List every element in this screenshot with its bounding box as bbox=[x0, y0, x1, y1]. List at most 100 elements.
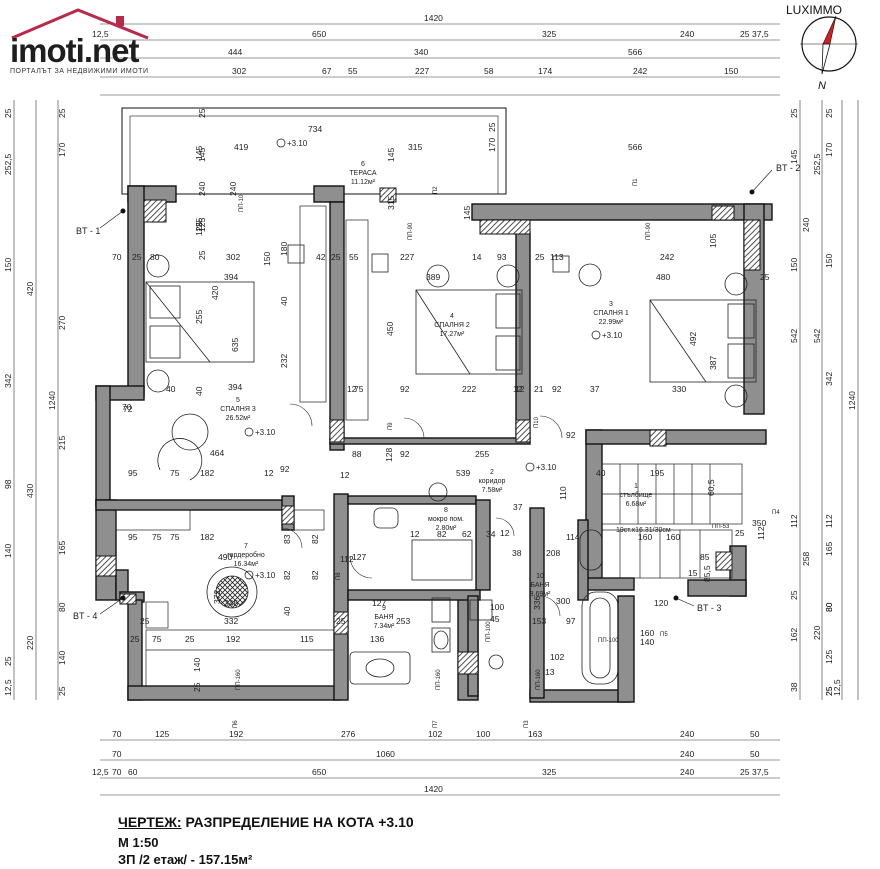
room-10-num: 10 bbox=[536, 573, 544, 580]
door-swings bbox=[281, 403, 563, 617]
svg-text:208: 208 bbox=[546, 548, 560, 558]
svg-text:П2: П2 bbox=[433, 186, 439, 194]
dim-left-overall: 1240 bbox=[47, 391, 57, 410]
svg-text:163: 163 bbox=[528, 729, 542, 739]
svg-text:80: 80 bbox=[824, 602, 834, 612]
svg-text:215: 215 bbox=[57, 436, 67, 450]
svg-text:40: 40 bbox=[279, 296, 289, 306]
axis-bt4: BT - 4 bbox=[73, 611, 97, 621]
svg-text:542: 542 bbox=[789, 329, 799, 343]
svg-text:252,5: 252,5 bbox=[3, 153, 13, 175]
dim-right-overall: 1240 bbox=[847, 391, 857, 410]
svg-text:85,5: 85,5 bbox=[702, 565, 712, 582]
room-3-area: 22.99м² bbox=[599, 319, 624, 326]
svg-text:270: 270 bbox=[57, 316, 67, 330]
svg-text:25: 25 bbox=[3, 656, 13, 666]
svg-text:П3: П3 bbox=[524, 720, 530, 728]
bottom-dimension-texts: 70 125 192 276 102 100 163 240 50 70 106… bbox=[92, 729, 769, 794]
svg-text:350: 350 bbox=[752, 518, 766, 528]
svg-text:227: 227 bbox=[400, 252, 414, 262]
svg-text:253: 253 bbox=[396, 616, 410, 626]
room-1-num: 1 bbox=[634, 483, 638, 490]
svg-text:+3.10: +3.10 bbox=[255, 571, 276, 580]
svg-text:252,5: 252,5 bbox=[812, 153, 822, 175]
svg-text:145: 145 bbox=[789, 150, 799, 164]
svg-text:П6: П6 bbox=[233, 720, 239, 728]
svg-text:125: 125 bbox=[824, 650, 834, 664]
svg-text:12: 12 bbox=[264, 468, 274, 478]
svg-text:242: 242 bbox=[660, 252, 674, 262]
svg-text:125: 125 bbox=[194, 218, 204, 232]
svg-text:12: 12 bbox=[515, 384, 525, 394]
svg-text:ПП-53: ПП-53 bbox=[712, 524, 730, 530]
svg-text:1060: 1060 bbox=[376, 749, 395, 759]
svg-text:240: 240 bbox=[228, 182, 238, 196]
svg-text:490: 490 bbox=[218, 552, 232, 562]
room-10-name: БАНЯ bbox=[530, 582, 549, 589]
room-8-area: 2.80м² bbox=[436, 525, 457, 532]
svg-text:255: 255 bbox=[475, 449, 489, 459]
svg-text:13: 13 bbox=[545, 667, 555, 677]
stair-note: 19ст.х16.31/30см bbox=[616, 527, 671, 534]
svg-text:70: 70 bbox=[112, 749, 122, 759]
svg-text:70: 70 bbox=[112, 729, 122, 739]
svg-text:140: 140 bbox=[3, 544, 13, 558]
svg-text:+3.10: +3.10 bbox=[255, 428, 276, 437]
svg-text:25: 25 bbox=[824, 686, 834, 696]
svg-text:92: 92 bbox=[400, 384, 410, 394]
svg-text:145: 145 bbox=[462, 206, 472, 220]
svg-text:145: 145 bbox=[386, 148, 396, 162]
left-dimension-lines bbox=[13, 100, 59, 700]
svg-text:635: 635 bbox=[230, 338, 240, 352]
svg-text:12,5: 12,5 bbox=[92, 767, 109, 777]
svg-text:145: 145 bbox=[197, 148, 207, 162]
svg-text:95: 95 bbox=[128, 468, 138, 478]
svg-text:150: 150 bbox=[262, 252, 272, 266]
svg-text:100: 100 bbox=[490, 602, 504, 612]
svg-text:145: 145 bbox=[194, 146, 204, 160]
room-6-area: 11.12м² bbox=[351, 179, 376, 186]
svg-text:+3.10: +3.10 bbox=[602, 331, 623, 340]
svg-text:170: 170 bbox=[824, 143, 834, 157]
top-dimension-texts: 1420 12,5 650 325 240 25 37,5 444 340 56… bbox=[92, 13, 769, 76]
svg-text:140: 140 bbox=[192, 658, 202, 672]
svg-text:80: 80 bbox=[150, 252, 160, 262]
svg-text:240: 240 bbox=[197, 182, 207, 196]
imoti-logo[interactable] bbox=[8, 6, 168, 86]
svg-text:14: 14 bbox=[472, 252, 482, 262]
svg-text:25: 25 bbox=[140, 616, 150, 626]
svg-text:492: 492 bbox=[688, 332, 698, 346]
svg-text:25: 25 bbox=[824, 108, 834, 118]
right-dimension-lines bbox=[799, 100, 859, 700]
room-5-num: 5 bbox=[236, 397, 240, 404]
svg-text:25: 25 bbox=[57, 108, 67, 118]
svg-text:П1: П1 bbox=[633, 178, 639, 186]
svg-text:389: 389 bbox=[426, 272, 440, 282]
svg-text:112: 112 bbox=[340, 554, 354, 564]
svg-text:464: 464 bbox=[210, 448, 224, 458]
svg-text:240: 240 bbox=[801, 218, 811, 232]
svg-text:88: 88 bbox=[352, 449, 362, 459]
svg-text:387: 387 bbox=[708, 356, 718, 370]
svg-text:98: 98 bbox=[3, 479, 13, 489]
svg-text:220: 220 bbox=[25, 636, 35, 650]
svg-text:37: 37 bbox=[590, 384, 600, 394]
svg-text:650: 650 bbox=[312, 767, 326, 777]
svg-text:80: 80 bbox=[824, 602, 834, 612]
compass-north-letter: N bbox=[818, 80, 826, 92]
svg-text:75: 75 bbox=[354, 384, 364, 394]
svg-text:302: 302 bbox=[232, 66, 246, 76]
svg-text:60,5: 60,5 bbox=[706, 479, 716, 496]
svg-text:345: 345 bbox=[224, 598, 238, 608]
svg-text:336: 336 bbox=[532, 596, 542, 610]
svg-text:85: 85 bbox=[700, 552, 710, 562]
svg-text:70: 70 bbox=[112, 767, 122, 777]
svg-text:150: 150 bbox=[3, 258, 13, 272]
svg-text:25: 25 bbox=[740, 29, 750, 39]
svg-text:182: 182 bbox=[200, 532, 214, 542]
svg-text:150: 150 bbox=[724, 66, 738, 76]
svg-text:75: 75 bbox=[152, 532, 162, 542]
room-2-name: коридор bbox=[479, 478, 506, 485]
svg-text:566: 566 bbox=[628, 47, 642, 57]
svg-text:192: 192 bbox=[229, 729, 243, 739]
